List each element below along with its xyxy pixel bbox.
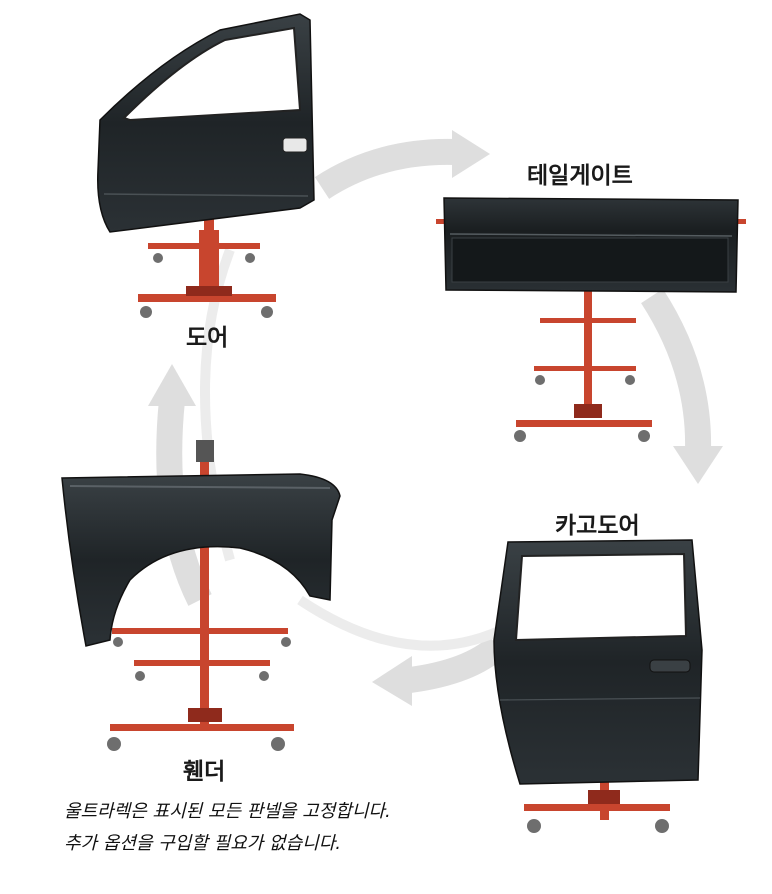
arrow-head-bottom xyxy=(372,656,412,706)
door-wheels xyxy=(140,253,273,318)
door-crease xyxy=(103,193,309,197)
tailgate-recess xyxy=(451,237,729,283)
fender-wheels xyxy=(107,637,291,751)
door-handle xyxy=(282,137,308,153)
cargo-door-wheels xyxy=(527,819,669,833)
arrow-heads xyxy=(148,130,723,706)
cargo-door-window-opening xyxy=(514,552,688,642)
cargo-door-assembly xyxy=(493,539,703,833)
fender-highlight xyxy=(69,485,331,489)
fender-panel xyxy=(61,473,341,647)
tailgate-label: 테일게이트 xyxy=(527,163,633,189)
tailgate-crease xyxy=(449,233,733,237)
cargo-door-handle xyxy=(649,659,691,673)
cycle-arrows xyxy=(156,138,712,693)
tailgate-assembly xyxy=(436,197,746,442)
door-assembly xyxy=(97,13,315,318)
tailgate-stand xyxy=(436,219,746,427)
cargo-door-crease xyxy=(499,697,701,701)
fender-label: 휀더 xyxy=(183,759,226,785)
door-window-opening xyxy=(122,26,302,122)
arrow-head-left xyxy=(148,364,196,406)
fender-assembly xyxy=(61,440,341,751)
tailgate-wheels xyxy=(514,375,650,442)
arrow-head-right xyxy=(673,446,723,484)
arrow-inner-ring-b xyxy=(297,595,523,651)
arrow-right-arc xyxy=(641,288,712,451)
fender-stand xyxy=(110,440,294,731)
arrow-head-top xyxy=(452,130,490,178)
caption-line-2: 추가 옵션을 구입할 필요가 없습니다. xyxy=(64,833,342,854)
arrow-bottom-arc xyxy=(408,636,507,693)
cargo-door-label: 카고도어 xyxy=(555,513,640,539)
arrow-top-arc xyxy=(314,138,456,199)
door-label: 도어 xyxy=(186,325,229,351)
caption-line-1: 울트라렉은 표시된 모든 판넬을 고정합니다. xyxy=(64,801,391,822)
